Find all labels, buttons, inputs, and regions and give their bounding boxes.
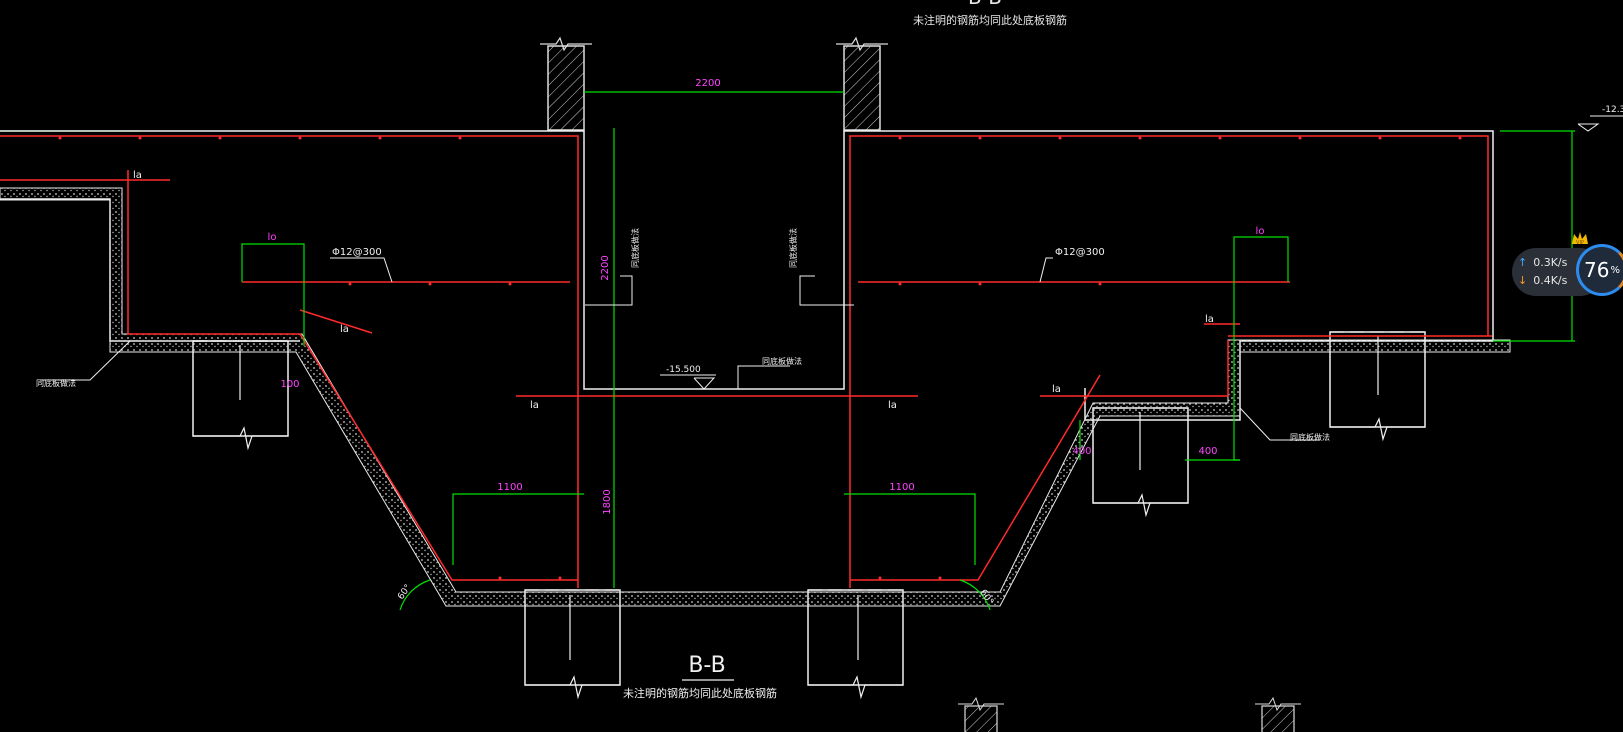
network-speed-widget[interactable]: VIP ↑ 0.3K/s ↓ 0.4K/s 76% [1512, 232, 1623, 300]
usage-percent-sign: % [1610, 264, 1620, 276]
dim-right-offset: 1100 [889, 482, 914, 493]
crown-icon: VIP [1572, 232, 1588, 246]
section-note: 未注明的钢筋均同此处底板钢筋 [623, 686, 777, 700]
upload-arrow-icon: ↑ [1518, 256, 1528, 269]
dimension-lines [241, 91, 1575, 611]
memory-usage-ring[interactable]: 76% [1576, 244, 1623, 296]
elevation-top: -12.300 [1602, 105, 1623, 115]
elevation-marker-top: -12.300 [1577, 105, 1623, 132]
angle-left: 60° [396, 583, 413, 602]
top-section-title: B-B [968, 0, 1002, 9]
svg-text:VIP: VIP [1576, 240, 1584, 246]
rebar-label-right: Φ12@300 [1055, 247, 1105, 258]
download-arrow-icon: ↓ [1518, 274, 1528, 287]
masonry-wall-bottom-right [1255, 696, 1301, 732]
dim-lower-depth: 1800 [602, 489, 613, 514]
rebar-lines [0, 135, 1492, 588]
cushion-layer [0, 187, 1511, 607]
note-cushion-right: 同底板做法 [1290, 432, 1330, 442]
note-cushion-left: 同底板做法 [36, 378, 76, 388]
elevation-pit: -15.500 [666, 365, 701, 375]
note-pit-floor: 同底板做法 [762, 356, 802, 366]
usage-percent: 76 [1584, 258, 1610, 282]
top-section-note: 未注明的钢筋均同此处底板钢筋 [913, 13, 1067, 27]
dim-right-small: 400 [1198, 446, 1217, 457]
anchor-la-4: la [888, 400, 897, 411]
anchor-la-5: la [1052, 384, 1061, 395]
dim-left-small: 100 [280, 379, 299, 390]
pile-break-marks [193, 331, 1425, 700]
dim-opening-width: 2200 [695, 78, 720, 89]
anchor-la-6: la [1205, 314, 1214, 325]
anchor-la-1: la [133, 170, 142, 181]
masonry-wall-left [540, 36, 592, 131]
masonry-wall-right [836, 36, 888, 131]
elevation-marker-pit: -15.500 [660, 365, 716, 390]
masonry-wall-bottom-left [958, 696, 1004, 732]
rebar-label-left: Φ12@300 [332, 247, 382, 258]
note-wall-right: 同底板做法 [788, 228, 798, 268]
anchor-la-2: la [340, 324, 349, 335]
rebar-dots [58, 136, 1462, 580]
download-speed: 0.4K/s [1533, 274, 1568, 287]
anchor-lo-left: lo [268, 232, 277, 243]
dim-right-small2: 400 [1072, 446, 1091, 457]
leader-lines [40, 257, 1320, 441]
anchor-la-3: la [530, 400, 539, 411]
dim-pit-depth: 2200 [600, 255, 611, 280]
note-wall-left: 同底板做法 [630, 228, 640, 268]
section-title: B-B [688, 653, 725, 678]
anchor-lo-right: lo [1256, 226, 1265, 237]
dim-left-offset: 1100 [497, 482, 522, 493]
upload-speed: 0.3K/s [1533, 256, 1568, 269]
